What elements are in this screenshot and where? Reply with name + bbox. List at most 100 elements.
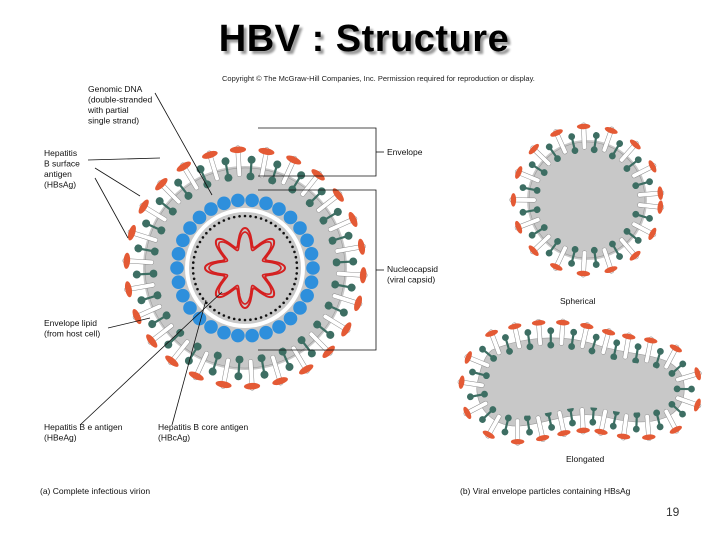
lipid-unit xyxy=(652,347,664,369)
label-hbeag: Hepatitis B e antigen(HBeAg) xyxy=(44,291,223,443)
hbsag-spike xyxy=(123,252,131,269)
lipid-head-outer xyxy=(592,333,600,341)
lipid-head-outer xyxy=(526,428,533,436)
lipid-unit xyxy=(336,267,368,284)
core-dot xyxy=(222,314,226,317)
lipid-unit xyxy=(258,147,275,179)
lipid-head-outer xyxy=(184,356,193,365)
slide-title: HBV : Structure xyxy=(218,18,510,60)
core-dot xyxy=(232,317,236,321)
hbsag-spike xyxy=(322,345,335,358)
lipid-head-inner xyxy=(571,147,579,155)
core-dot xyxy=(249,214,252,218)
lipid-unit xyxy=(550,245,568,271)
lipid-unit xyxy=(632,178,653,190)
surface-protein xyxy=(637,190,665,198)
capsid-subunit xyxy=(183,221,197,235)
lipid-head-inner xyxy=(610,353,618,361)
hbsag-spike xyxy=(332,188,344,202)
hbsag-spike xyxy=(127,224,136,241)
lipid-unit xyxy=(623,227,642,244)
hbsag-spike xyxy=(272,377,288,386)
core-dot xyxy=(269,311,273,315)
lipid-unit xyxy=(176,161,199,191)
label-line: B surface xyxy=(44,159,80,169)
core-dot xyxy=(294,277,298,281)
lipid-unit xyxy=(642,414,656,442)
hbsag-spike xyxy=(357,238,366,255)
core-dot xyxy=(192,255,196,259)
surface-protein xyxy=(557,410,567,437)
particle-lumen xyxy=(491,350,670,416)
hbsag-spike xyxy=(510,438,525,445)
copyright-notice: Copyright © The McGraw-Hill Companies, I… xyxy=(222,74,535,83)
core-dot xyxy=(264,219,268,222)
lipid-unit xyxy=(668,360,687,377)
core-dot xyxy=(259,217,263,220)
core-dot xyxy=(285,297,289,300)
hbsag-spike xyxy=(155,178,168,191)
lipid-unit xyxy=(568,133,579,155)
lipid-head-inner xyxy=(673,385,681,393)
hbsag-spike xyxy=(602,329,616,336)
hbsag-spike xyxy=(669,425,682,434)
core-dot xyxy=(191,266,195,270)
hbsag-spike xyxy=(604,266,618,273)
surface-protein xyxy=(515,418,521,446)
hbsag-spike xyxy=(124,281,133,298)
lipid-head-outer xyxy=(634,343,642,351)
lipid-unit xyxy=(509,193,537,207)
lipid-head-outer xyxy=(260,370,269,379)
lipid-unit xyxy=(305,187,326,208)
lipid-head-outer xyxy=(646,178,653,186)
lipid-head-outer xyxy=(568,259,575,267)
lipid-head-outer xyxy=(646,215,653,222)
core-dot xyxy=(194,282,197,286)
lipid-head-outer xyxy=(616,253,623,260)
surface-protein xyxy=(511,322,522,350)
surface-protein xyxy=(259,147,270,179)
hbsag-spike xyxy=(458,375,465,389)
surface-protein xyxy=(336,271,368,278)
lipid-unit xyxy=(246,155,256,181)
lipid-head-inner xyxy=(533,187,541,194)
capsid-subunit xyxy=(176,288,190,303)
lipid-unit xyxy=(313,320,335,339)
core-dot xyxy=(222,219,226,222)
lipid-head-inner xyxy=(547,341,555,349)
lipid-head-inner xyxy=(632,357,640,365)
lipid-head-inner xyxy=(653,409,661,417)
lipid-unit xyxy=(234,355,244,381)
lipid-head-inner xyxy=(331,280,340,289)
lipid-unit xyxy=(590,132,600,154)
surface-protein xyxy=(620,413,629,441)
surface-protein xyxy=(332,293,363,307)
lipid-unit xyxy=(466,390,488,401)
lipid-unit xyxy=(545,143,561,163)
core-dot xyxy=(295,272,299,275)
hbsag-spike xyxy=(311,169,325,181)
core-dot xyxy=(291,287,294,291)
core-dot xyxy=(208,305,212,308)
lipid-unit xyxy=(623,156,642,172)
lipid-head-outer xyxy=(349,257,358,266)
lipid-head-outer xyxy=(347,283,356,292)
hbsag-spike xyxy=(146,334,158,348)
lipid-head-inner xyxy=(184,191,193,200)
hbsag-spike xyxy=(576,270,591,277)
lipid-unit xyxy=(332,257,358,267)
lipid-head-outer xyxy=(519,184,527,192)
core-dot xyxy=(269,221,273,225)
core-dot xyxy=(213,224,216,228)
surface-protein xyxy=(235,145,242,177)
surface-protein xyxy=(220,357,231,389)
lipid-head-outer xyxy=(479,416,486,423)
lipid-head-inner xyxy=(554,155,561,163)
capsid-subunit xyxy=(259,196,273,211)
hbsag-spike xyxy=(550,263,563,271)
lipid-unit xyxy=(174,178,193,200)
lipid-unit xyxy=(637,186,665,200)
lipid-head-outer xyxy=(317,187,326,196)
lipid-unit xyxy=(268,160,282,185)
surface-protein xyxy=(622,332,632,360)
